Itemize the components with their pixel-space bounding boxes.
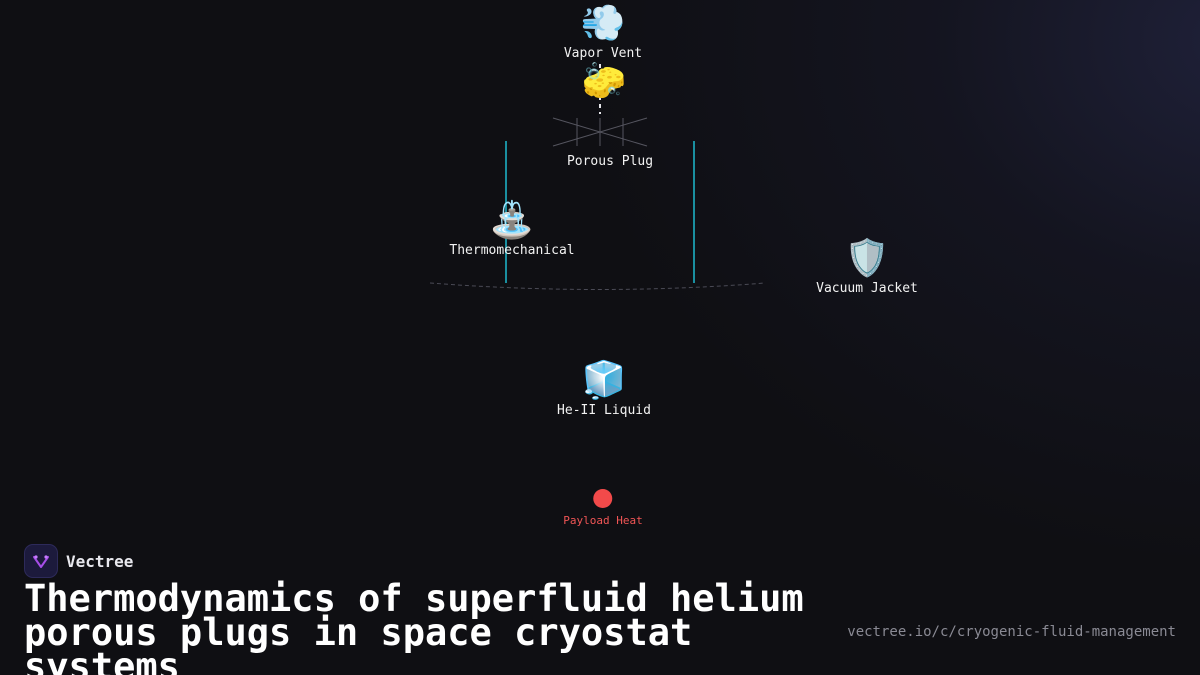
wind-icon: 💨 — [580, 3, 626, 44]
thermomechanical-node: ⛲ Thermomechanical — [449, 200, 575, 259]
vapor-vent-node: 💨 Vapor Vent — [563, 3, 643, 62]
vectree-logo-icon — [24, 544, 58, 578]
he-liquid-node: 🧊 He-II Liquid — [557, 360, 651, 419]
payload-heat-node: Payload Heat — [563, 489, 643, 527]
shield-icon: 🛡️ — [844, 238, 890, 279]
vacuum-jacket-label: Vacuum Jacket — [816, 281, 918, 296]
source-url[interactable]: vectree.io/c/cryogenic-fluid-management — [847, 624, 1176, 640]
porous-plug-node: Porous Plug — [567, 152, 653, 169]
porous-plug-label: Porous Plug — [566, 154, 654, 169]
payload-heat-label: Payload Heat — [563, 514, 643, 527]
he-liquid-label: He-II Liquid — [557, 403, 651, 418]
porous-plug-mesh — [552, 117, 648, 147]
heat-source-dot — [593, 489, 613, 508]
brand-name: Vectree — [66, 551, 134, 571]
vacuum-jacket-node: 🛡️ Vacuum Jacket — [816, 238, 918, 297]
liquid-meniscus — [429, 282, 766, 290]
sponge-node: 🧽 — [582, 62, 627, 102]
brand: Vectree — [24, 544, 133, 578]
thermomechanical-label: Thermomechanical — [449, 243, 575, 258]
page-title: Thermodynamics of superfluid helium poro… — [24, 577, 804, 675]
sponge-icon: 🧽 — [581, 61, 627, 102]
fountain-icon: ⛲ — [489, 200, 535, 241]
ice-cube-icon: 🧊 — [581, 360, 627, 401]
vapor-vent-label: Vapor Vent — [563, 46, 643, 61]
